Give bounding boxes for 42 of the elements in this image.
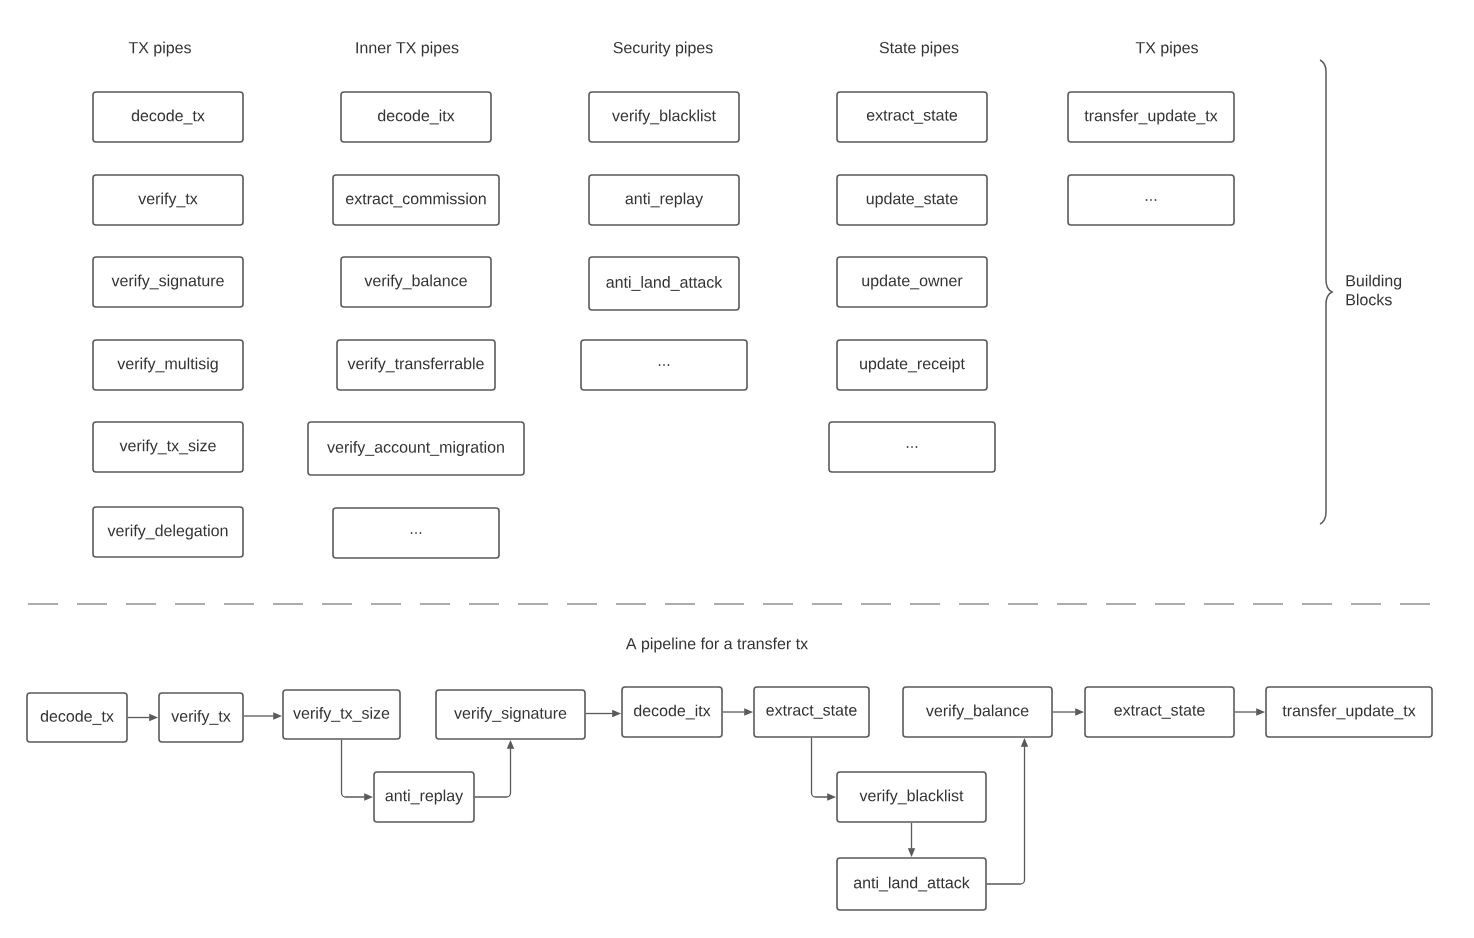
heading: Inner TX pipes [356,41,459,57]
process-box: ... [332,507,500,559]
heading: TX pipes [128,41,191,57]
process-box: verify_balance [340,256,492,308]
process-box: extract_state [836,91,988,143]
process-box: verify_delegation [92,506,244,558]
process-box: verify_signature [435,689,586,740]
process-box: ... [580,339,748,391]
process-box: anti_land_attack [588,256,740,311]
process-box: verify_account_migration [307,421,525,476]
process-box: extract_state [753,686,870,738]
process-box: verify_tx [92,174,244,226]
heading: Security pipes [613,41,713,57]
process-box: decode_itx [340,91,492,143]
process-box: decode_tx [92,91,244,143]
process-box: extract_state [1084,686,1235,738]
process-box: verify_blacklist [588,91,740,143]
process-box: decode_tx [26,692,128,743]
process-box: anti_replay [373,771,475,823]
process-box: anti_land_attack [836,857,987,911]
process-box: transfer_update_tx [1265,686,1433,738]
heading: A pipeline for a transfer tx [625,637,808,653]
process-box: decode_itx [621,686,723,738]
heading: Building Blocks [1346,274,1402,306]
process-box: update_receipt [836,339,988,391]
heading: TX pipes [1135,41,1198,57]
process-box: update_owner [836,256,988,308]
process-box: verify_tx_size [282,689,401,740]
process-box: extract_commission [332,174,500,226]
process-box: update_state [836,174,988,226]
process-box: verify_transferrable [336,339,496,391]
process-box: anti_replay [588,174,740,226]
process-box: verify_tx [158,692,244,743]
process-box: ... [828,421,996,473]
process-box: verify_tx_size [92,421,244,473]
process-box: verify_balance [902,686,1053,738]
process-box: transfer_update_tx [1067,91,1235,143]
process-box: verify_multisig [92,339,244,391]
process-box: ... [1067,174,1235,226]
process-box: verify_blacklist [836,771,987,823]
heading: State pipes [879,41,959,57]
process-box: verify_signature [92,256,244,308]
